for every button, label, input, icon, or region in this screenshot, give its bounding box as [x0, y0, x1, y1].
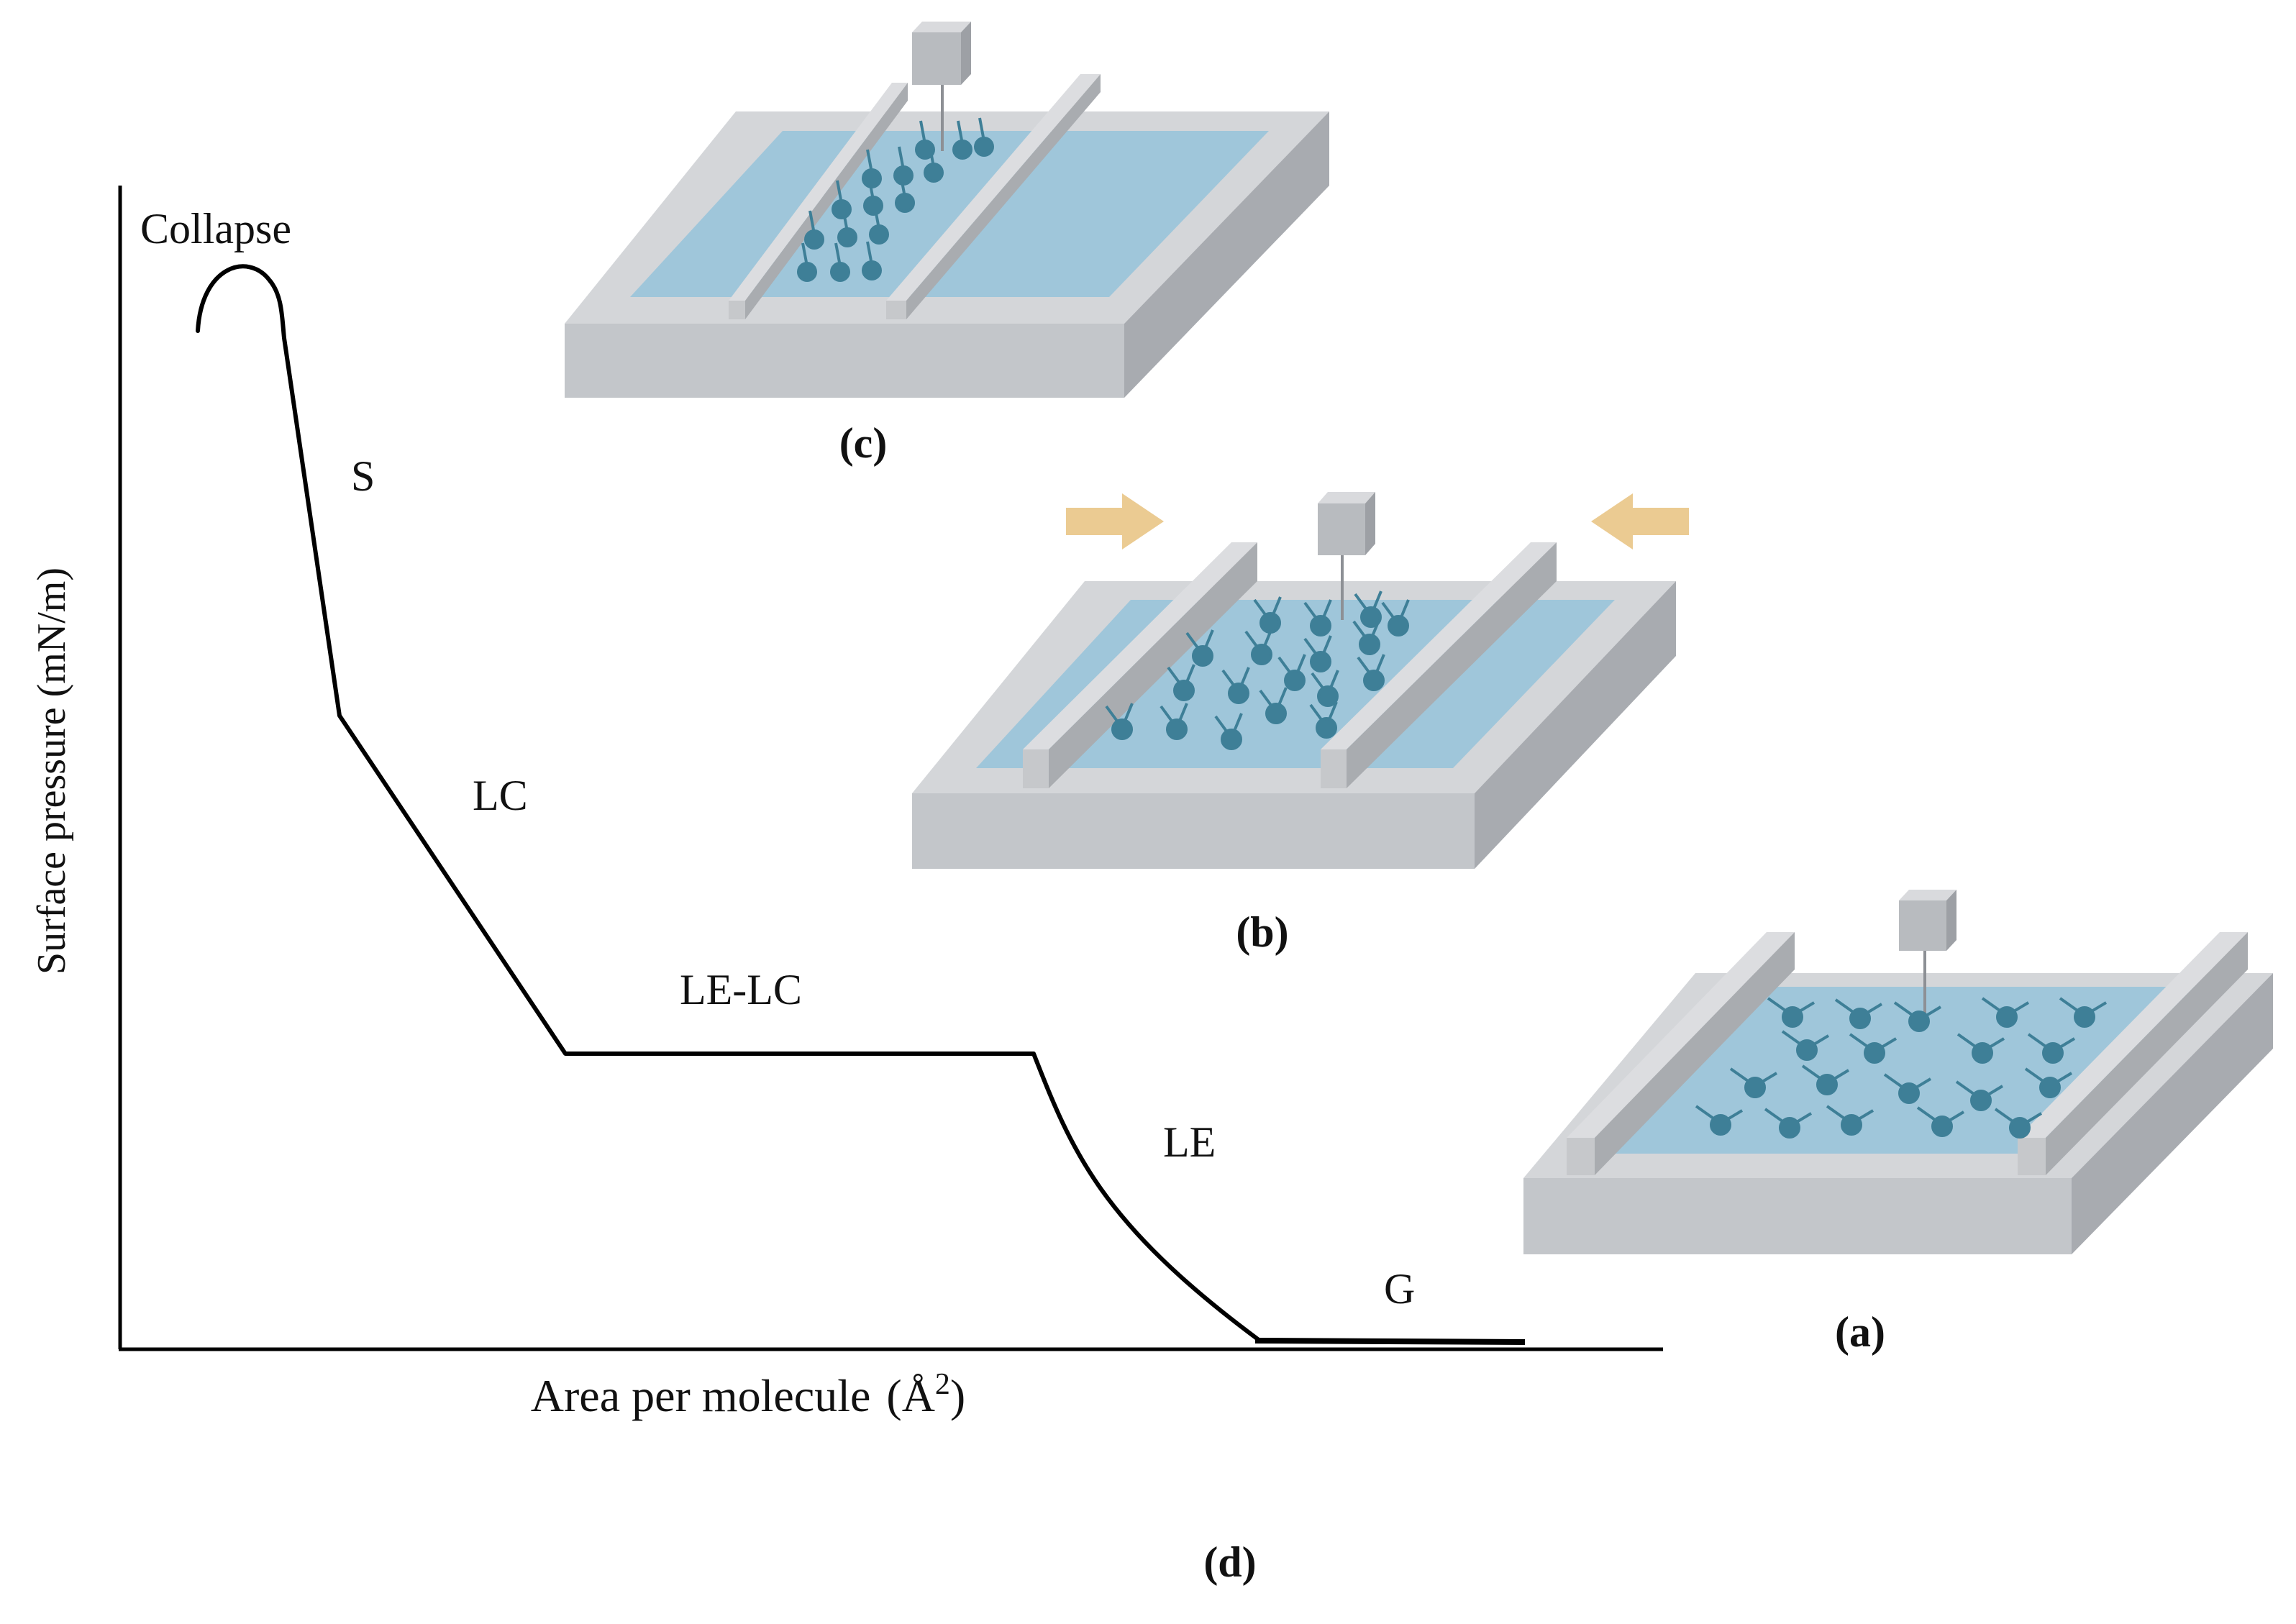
barrier-right-top: [2018, 932, 2248, 1138]
barrier-left-front: [1567, 1138, 1595, 1175]
barrier-right-front: [2018, 1138, 2046, 1175]
barrier-right-top: [1321, 542, 1557, 749]
barrier-right-side: [2046, 932, 2248, 1175]
panel-label-d: (d): [1203, 1538, 1256, 1586]
barrier-right-front: [886, 301, 906, 319]
x-axis-label-unit: (Å: [886, 1370, 935, 1421]
trough-a: (a): [1523, 890, 2273, 1356]
barrier-left-top: [1023, 542, 1257, 749]
isotherm-plot: Surface pressure (mN/m) Area per molecul…: [29, 186, 1663, 1421]
gas-phase-line: [1254, 1338, 1526, 1345]
barrier-right-front: [1321, 749, 1347, 788]
barrier-left-top: [1567, 932, 1795, 1138]
trough-base-front: [565, 324, 1124, 398]
barrier-left-front: [1023, 749, 1049, 788]
molecules-b: [1105, 590, 1410, 750]
barrier-left-front: [729, 301, 745, 319]
x-axis-label-sup: 2: [935, 1368, 950, 1401]
y-axis-label: Surface pressure (mN/m): [29, 567, 74, 975]
molecules-c: [797, 117, 994, 282]
panel-label-a: (a): [1835, 1308, 1885, 1356]
barrier-left-side: [1049, 542, 1257, 788]
trough-base-front: [912, 793, 1475, 869]
panel-label-b: (b): [1236, 908, 1288, 956]
molecules-a: [1695, 997, 2108, 1139]
barrier-left-side: [1595, 932, 1795, 1175]
trough-base-right: [1475, 581, 1676, 869]
trough-b: (b): [912, 492, 1689, 956]
panel-label-c: (c): [839, 419, 888, 467]
phase-label-lc: LC: [473, 772, 528, 819]
phase-label-g: G: [1384, 1265, 1415, 1313]
cube-sensor-icon: [1899, 890, 1956, 951]
barrier-right-top: [886, 74, 1101, 301]
isotherm-curve: [196, 264, 1261, 1342]
barrier-right-side: [1347, 542, 1557, 788]
barrier-left-top: [729, 83, 908, 301]
phase-label-le: LE: [1163, 1118, 1216, 1166]
x-axis-label-close: ): [950, 1370, 965, 1421]
arrow-icon-left: [1591, 493, 1689, 549]
x-axis-label: Area per molecule (Å2): [531, 1368, 965, 1421]
trough-c: (c): [565, 22, 1329, 467]
trough-base-right: [1124, 111, 1329, 398]
cube-sensor-icon: [1318, 492, 1375, 555]
phase-label-s: S: [351, 452, 375, 500]
phase-label-collapse: Collapse: [140, 205, 291, 252]
cube-sensor-icon: [912, 22, 971, 85]
phase-label-le-lc: LE-LC: [680, 966, 802, 1013]
arrow-icon-right: [1066, 493, 1164, 549]
trough-base-front: [1523, 1178, 2072, 1254]
barrier-left-side: [745, 83, 908, 319]
barrier-right-side: [906, 74, 1101, 319]
x-axis-label-main: Area per molecule: [531, 1370, 871, 1421]
trough-base-right: [2072, 973, 2273, 1254]
